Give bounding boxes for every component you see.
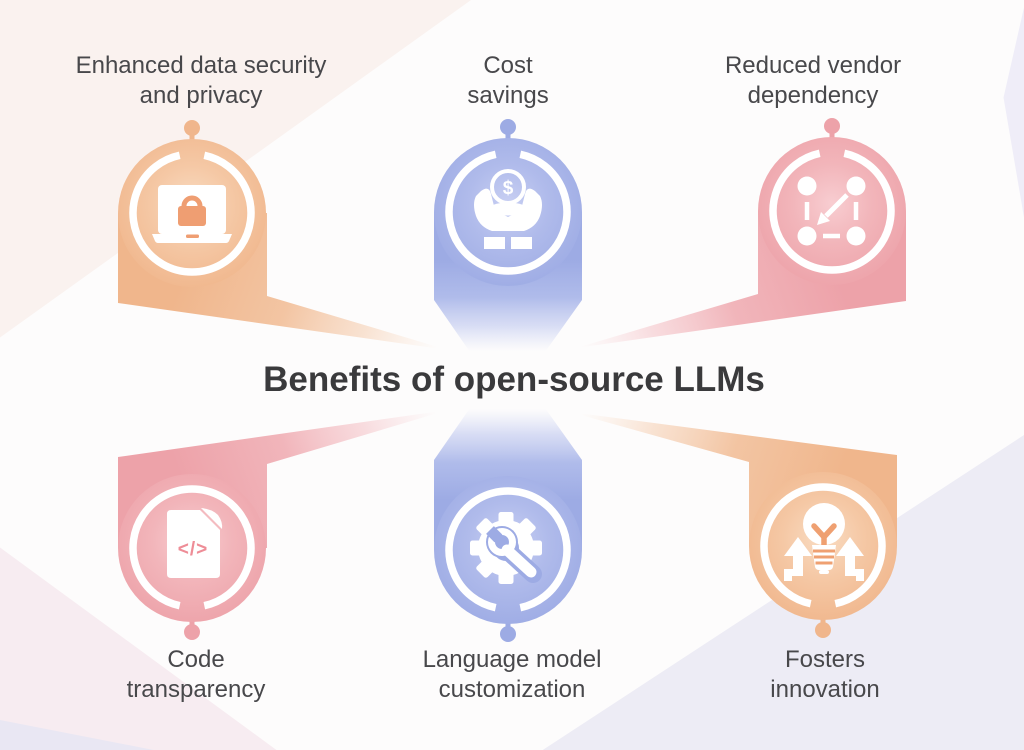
connector-dot — [184, 120, 200, 136]
label-line: savings — [467, 82, 549, 109]
label-vendor-dependency: Reduced vendor dependency — [725, 51, 901, 111]
lightbulb-arrows-icon — [784, 503, 864, 581]
label-line: Reduced vendor — [724, 52, 902, 79]
dollar-glyph: $ — [503, 178, 514, 199]
label-line: Cost — [483, 52, 533, 79]
badge-cost-savings: $ — [434, 119, 582, 286]
network-arrow-icon — [797, 176, 866, 246]
badge-innovation — [749, 472, 897, 638]
label-line: customization — [438, 676, 586, 703]
connector-stem — [505, 616, 511, 634]
badge-ring — [445, 487, 571, 612]
badge-ring — [769, 149, 895, 274]
label-code-transparency: Code transparency — [127, 645, 266, 705]
label-line: Fosters — [784, 646, 866, 673]
badge-customization — [434, 476, 582, 642]
label-line: and privacy — [139, 82, 263, 109]
badge-ring — [445, 150, 571, 275]
code-file-icon: </> — [167, 508, 223, 578]
badge-ring — [129, 485, 255, 610]
connector-stem — [189, 614, 195, 632]
badge-code-transparency: </> — [118, 474, 266, 640]
badge-security — [118, 120, 266, 287]
label-line: dependency — [747, 82, 879, 109]
label-line: Code — [167, 646, 225, 673]
laptop-lock-icon — [152, 185, 232, 243]
label-cost-savings: Cost savings — [467, 51, 548, 111]
label-line: Enhanced data security — [75, 52, 327, 79]
page-title: Benefits of open-source LLMs — [263, 360, 765, 399]
label-security: Enhanced data security and privacy — [76, 51, 327, 111]
code-glyph: </> — [178, 539, 208, 560]
label-line: Language model — [422, 646, 602, 673]
connector-stem — [820, 612, 826, 630]
connector-dot — [824, 118, 840, 134]
hands-dollar-icon: $ — [474, 169, 542, 249]
label-line: innovation — [770, 676, 880, 703]
label-customization: Language model customization — [423, 645, 602, 705]
connector-dot — [500, 119, 516, 135]
badge-vendor-dependency — [758, 118, 906, 285]
gear-wrench-icon — [470, 512, 542, 584]
label-line: transparency — [126, 676, 266, 703]
badge-ring — [760, 483, 886, 608]
badge-ring — [129, 151, 255, 276]
label-innovation: Fosters innovation — [770, 645, 879, 705]
